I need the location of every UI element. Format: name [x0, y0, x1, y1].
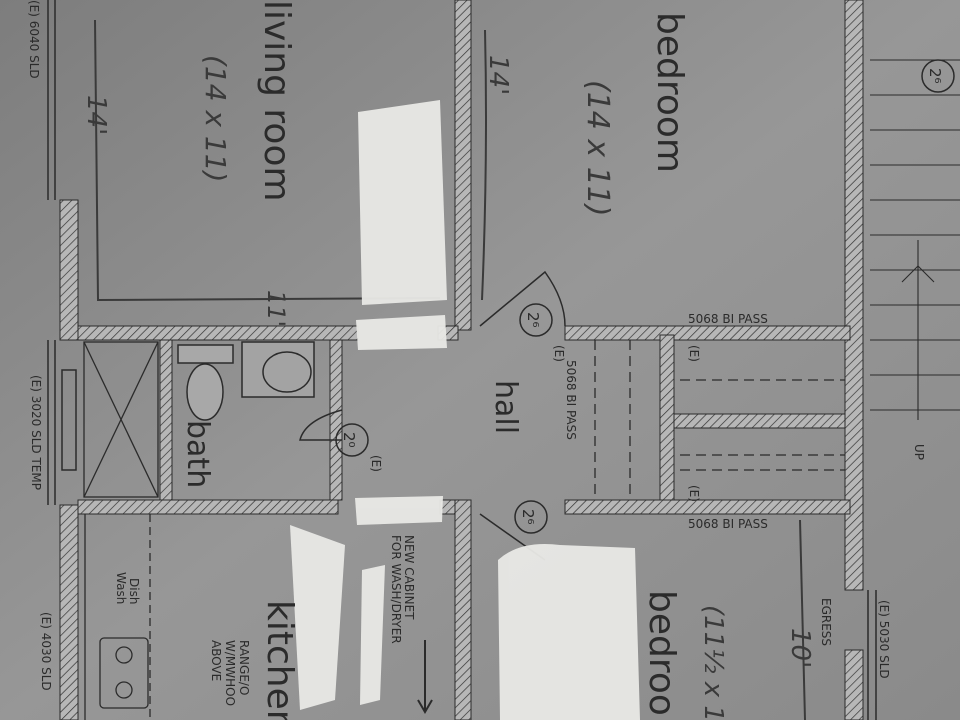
- door-tag-20-bath: 2⁰: [340, 432, 358, 448]
- window-label-3020: (E) 3020 SLD TEMP: [29, 375, 43, 490]
- egress-label: EGRESS: [819, 598, 833, 646]
- dimension-14-mid: 14': [483, 55, 513, 95]
- pen-dimensions: [94, 19, 806, 720]
- tech-labels: 5068 BI PASS 5068 BI PASS 5068 BI PASS (…: [27, 0, 926, 706]
- bath-label: bath: [180, 420, 215, 488]
- bath-sink: [241, 341, 315, 398]
- dimension-10: 10': [785, 628, 815, 668]
- toilet: [177, 344, 234, 421]
- window-label-4030: (E) 4030 SLD: [39, 612, 53, 691]
- window-label-5030: (E) 5030 SLD: [877, 600, 891, 679]
- cabinet-arrow: [417, 640, 433, 714]
- handwritten-sizes: (14 x 11) (14 x 11) 14' 14' 11' (11½ x 1…: [81, 55, 815, 720]
- existing-mark-closet-bottom: (E): [687, 485, 701, 502]
- window-markers: [47, 0, 877, 720]
- bedroom-bottom-label: bedroo: [641, 590, 682, 716]
- new-cabinet-line1: NEW CABINET: [402, 535, 416, 620]
- existing-mark-hall: (E): [552, 345, 566, 362]
- new-cabinet-line2: FOR WASH/DRYER: [389, 535, 403, 644]
- range-line1: RANGE/O: [237, 640, 251, 695]
- dishwasher-label-2: Wash: [114, 572, 128, 604]
- door-tags: [335, 59, 955, 534]
- closet-dashes: [594, 340, 845, 500]
- shower: [83, 341, 159, 498]
- window-label-6040: (E) 6040 SLD: [27, 0, 41, 79]
- door-tag-26-bedroom: 2⁶: [519, 509, 537, 525]
- closet-label-bottom: 5068 BI PASS: [688, 517, 768, 531]
- exterior-walls: [59, 0, 864, 720]
- dishwasher-label-1: Dish: [127, 578, 141, 604]
- dimension-11: 11': [262, 290, 290, 327]
- door-tag-26-hall: 2⁶: [524, 312, 542, 328]
- kitchen-label: kitchen: [259, 600, 300, 720]
- closet-label-top: 5068 BI PASS: [688, 312, 768, 326]
- closet-label-hall: 5068 BI PASS: [564, 360, 578, 440]
- living-room-size: (14 x 11): [199, 55, 232, 182]
- door-tag-26-stairs: 2⁶: [926, 68, 944, 84]
- bedroom-bottom-size: (11½ x 10: [698, 605, 728, 720]
- bedroom-top-label: bedroom: [649, 12, 690, 173]
- door-tag-text: 2⁶ 2⁰ 2⁶ 2⁶: [340, 68, 944, 525]
- interior-walls: [77, 0, 851, 720]
- range-line2: W/MWHOO: [223, 640, 237, 706]
- bedroom-top-size: (14 x 11): [580, 80, 615, 217]
- stairs: [870, 59, 960, 420]
- living-room-label: living room: [256, 0, 297, 202]
- existing-mark-closet-top: (E): [687, 345, 701, 362]
- range-line3: ABOVE: [209, 640, 223, 681]
- room-labels: bedroom living room hall bath kitchen be…: [180, 0, 690, 720]
- up-label: UP: [912, 444, 926, 460]
- existing-mark-bath: (E): [369, 455, 383, 472]
- kitchen-counter: [84, 514, 151, 720]
- hall-label: hall: [488, 380, 523, 434]
- dimension-14-left: 14': [81, 95, 111, 135]
- tape-strips: [290, 100, 640, 720]
